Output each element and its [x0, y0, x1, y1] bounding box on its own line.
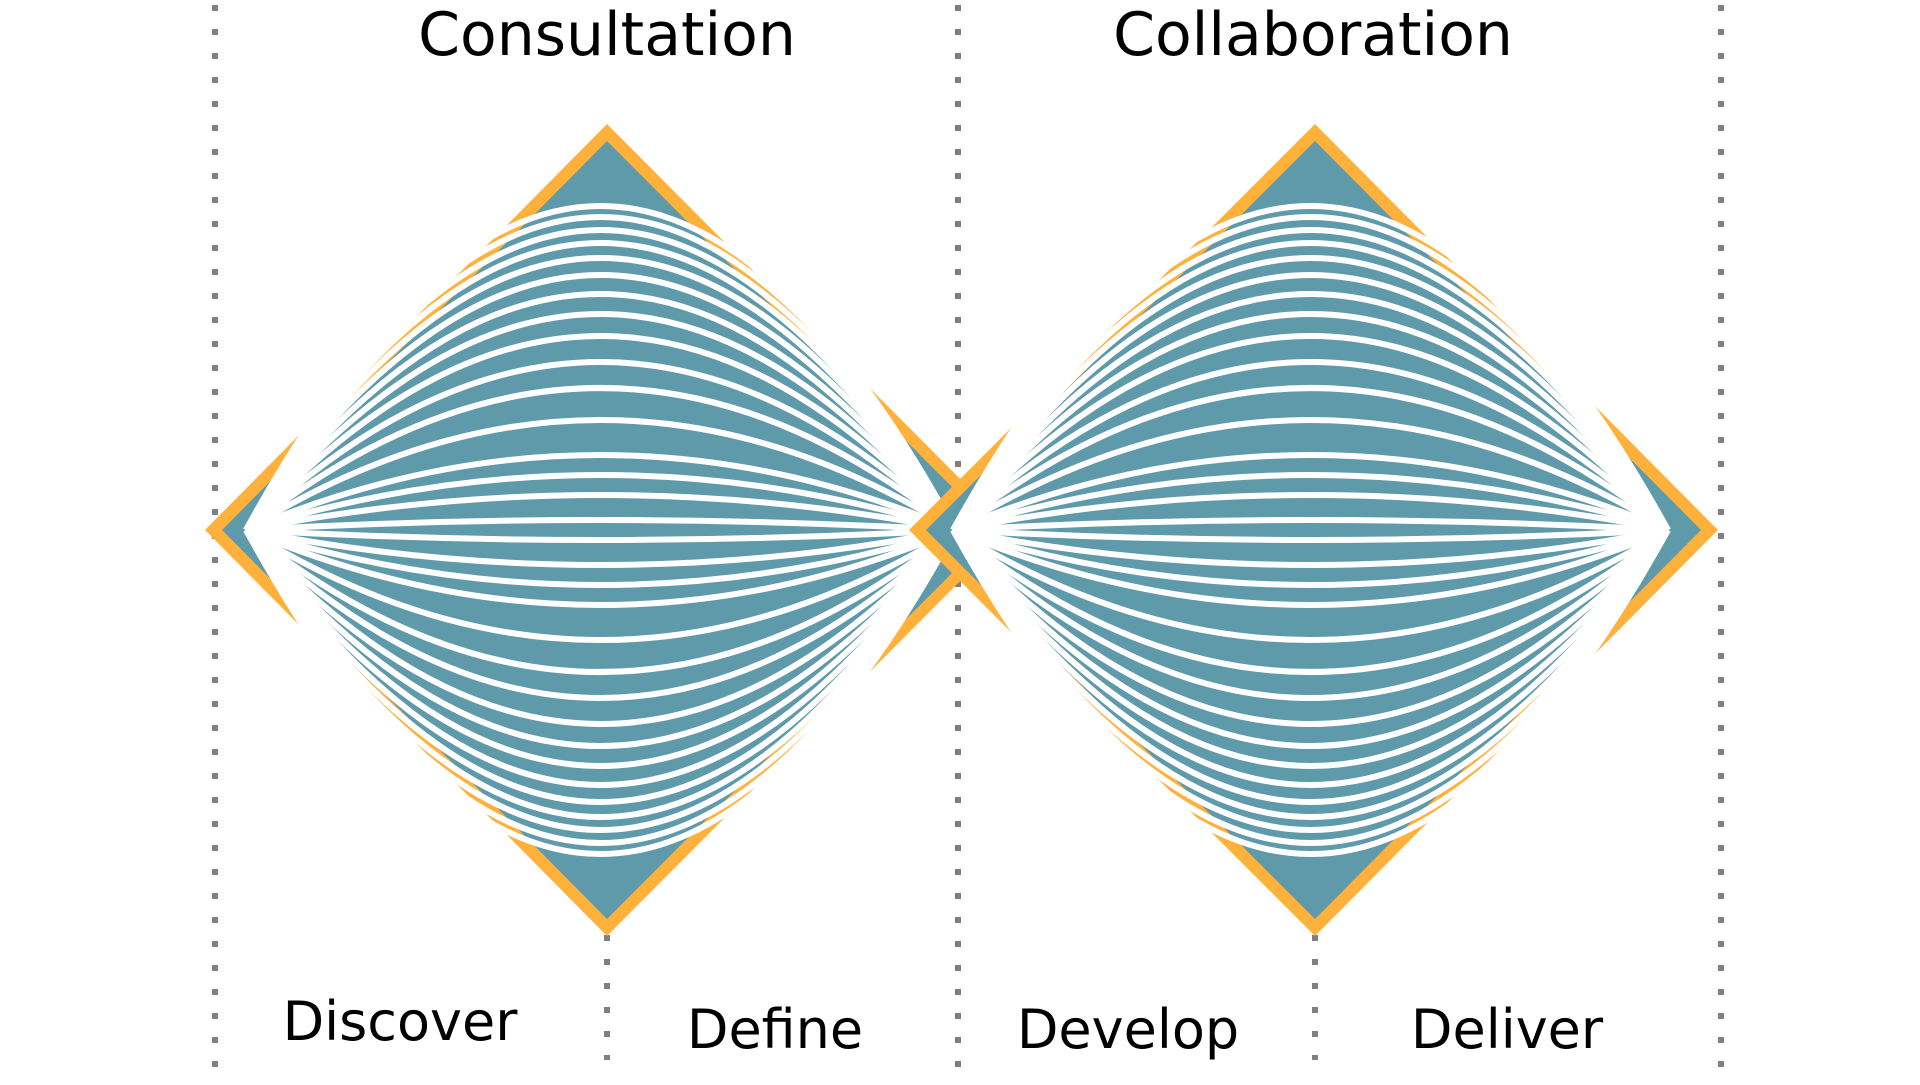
- upper-arc-1: [245, 527, 956, 588]
- lower-arc-10: [243, 528, 958, 769]
- upper-arc-12: [243, 255, 958, 532]
- upper-arc-3: [245, 492, 956, 533]
- diamond-arcs: [950, 203, 1671, 857]
- upper-arc-15: [243, 214, 958, 532]
- diamond-collaboration: [909, 124, 1718, 936]
- lower-arc-4: [244, 527, 957, 608]
- lower-arc-4: [951, 527, 1670, 608]
- lower-arc-2: [245, 517, 956, 533]
- upper-arc-6: [951, 385, 1670, 533]
- upper-arc-3: [952, 492, 1669, 533]
- upper-arc-13: [243, 240, 958, 532]
- diamond-arcs: [243, 203, 958, 857]
- upper-arc-7: [950, 359, 1671, 533]
- lower-arc-8: [243, 527, 958, 727]
- upper-arc-10: [950, 291, 1671, 532]
- header-consultation: Consultation: [418, 0, 796, 70]
- diamond-fill: [926, 141, 1701, 919]
- lower-arc-12: [950, 528, 1671, 805]
- upper-arc-11: [243, 272, 958, 532]
- phase-develop: Develop: [1017, 998, 1239, 1061]
- lower-arc-13: [950, 528, 1671, 820]
- lower-arc-2: [952, 517, 1669, 533]
- lower-arc-11: [950, 528, 1671, 788]
- lower-arc-14: [950, 528, 1671, 833]
- lower-arc-15: [950, 528, 1671, 846]
- lower-arc-10: [950, 528, 1671, 769]
- upper-arc-1: [952, 527, 1669, 588]
- upper-arc-2: [245, 527, 956, 543]
- upper-arc-12: [950, 255, 1671, 532]
- upper-arc-2: [952, 527, 1669, 543]
- lower-arc-8: [950, 527, 1671, 727]
- upper-arc-10: [243, 291, 958, 532]
- lower-arc-6: [244, 527, 957, 675]
- upper-arc-6: [244, 385, 957, 533]
- upper-arc-15: [950, 214, 1671, 532]
- upper-arc-13: [950, 240, 1671, 532]
- lower-arc-1: [952, 472, 1669, 533]
- upper-arc-8: [243, 333, 958, 533]
- upper-arc-5: [951, 417, 1670, 533]
- phase-discover: Discover: [283, 990, 519, 1053]
- lower-arc-16: [950, 528, 1671, 857]
- upper-arc-5: [244, 417, 957, 533]
- lower-arc-7: [243, 527, 958, 701]
- phase-deliver: Deliver: [1411, 998, 1604, 1061]
- lower-arc-12: [243, 528, 958, 805]
- lower-arc-9: [243, 528, 958, 749]
- upper-arc-16: [243, 203, 958, 532]
- lower-arc-6: [951, 527, 1670, 675]
- lower-arc-3: [952, 527, 1669, 568]
- lower-arc-3: [245, 527, 956, 568]
- upper-arc-16: [950, 203, 1671, 532]
- upper-arc-14: [950, 227, 1671, 532]
- header-collaboration: Collaboration: [1113, 0, 1513, 70]
- lower-arc-15: [243, 528, 958, 846]
- phase-define: Define: [687, 998, 863, 1061]
- lower-arc-5: [244, 527, 957, 643]
- lower-arc-7: [950, 527, 1671, 701]
- upper-arc-4: [244, 452, 957, 533]
- upper-arc-14: [243, 227, 958, 532]
- lower-arc-5: [951, 527, 1670, 643]
- lower-arc-11: [243, 528, 958, 788]
- upper-arc-7: [243, 359, 958, 533]
- upper-arc-4: [951, 452, 1670, 533]
- lower-arc-9: [950, 528, 1671, 749]
- upper-arc-8: [950, 333, 1671, 533]
- diamond-consultation: [205, 124, 1011, 936]
- lower-arc-1: [245, 472, 956, 533]
- upper-arc-11: [950, 272, 1671, 532]
- lower-arc-16: [243, 528, 958, 857]
- upper-arc-9: [950, 311, 1671, 532]
- lower-arc-14: [243, 528, 958, 833]
- upper-arc-9: [243, 311, 958, 532]
- lower-arc-13: [243, 528, 958, 820]
